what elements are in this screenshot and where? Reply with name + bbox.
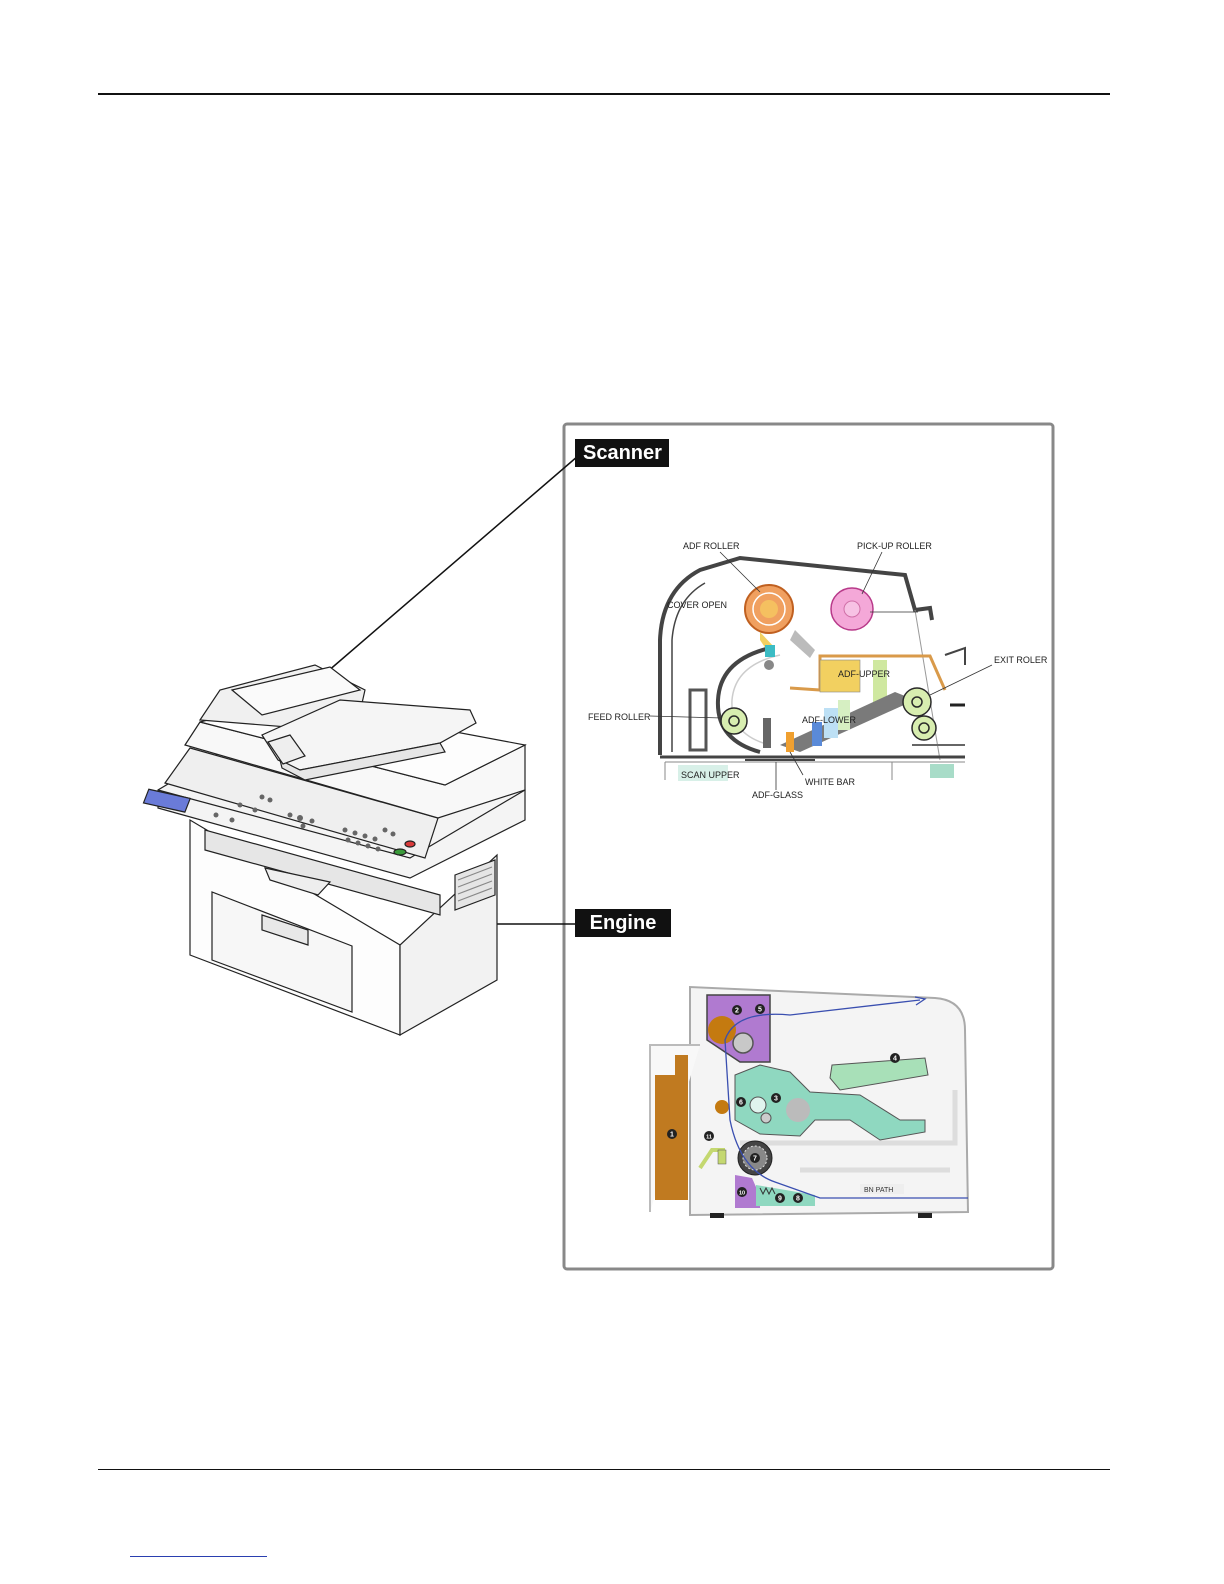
adf-lower-label: ADF-LOWER bbox=[802, 715, 856, 725]
scanner-leader-line bbox=[327, 456, 578, 672]
engine-part-10: 10 bbox=[739, 1191, 745, 1197]
adf-roller-label: ADF ROLLER bbox=[683, 541, 740, 551]
exit-roller-label: EXIT ROLER bbox=[994, 655, 1047, 665]
engine-section: 1 2 3 4 5 6 7 8 9 10 11 BN PATH bbox=[650, 987, 968, 1218]
adf-glass-label: ADF-GLASS bbox=[752, 790, 803, 800]
exit-roller bbox=[903, 688, 931, 716]
scan-upper-label: SCAN UPPER bbox=[681, 770, 740, 780]
feed-roller bbox=[721, 708, 747, 734]
feed-roller-label: FEED ROLLER bbox=[588, 712, 651, 722]
white-bar-label: WHITE BAR bbox=[805, 777, 855, 787]
pick-up-roller-label: PICK-UP ROLLER bbox=[857, 541, 932, 551]
cover-open-label: COVER OPEN bbox=[667, 600, 727, 610]
engine-callout-tag: Engine bbox=[575, 909, 671, 937]
paper-cassette bbox=[655, 1055, 688, 1200]
engine-part-4: 4 bbox=[893, 1056, 897, 1063]
bn-path-label: BN PATH bbox=[864, 1187, 893, 1194]
engine-part-8: 8 bbox=[796, 1196, 800, 1203]
footer-link-underline[interactable] bbox=[130, 1556, 267, 1557]
engine-part-11: 11 bbox=[706, 1135, 712, 1141]
engine-part-9: 9 bbox=[778, 1196, 782, 1203]
engine-part-5: 5 bbox=[758, 1007, 762, 1014]
engine-part-1: 1 bbox=[670, 1132, 674, 1139]
engine-part-7: 7 bbox=[753, 1156, 757, 1163]
engine-part-3: 3 bbox=[774, 1096, 778, 1103]
scanner-section bbox=[650, 552, 992, 790]
adf-upper-label: ADF-UPPER bbox=[838, 669, 890, 679]
footer-rule bbox=[98, 1469, 1110, 1470]
scanner-callout-tag: Scanner bbox=[575, 439, 669, 467]
engine-part-6: 6 bbox=[739, 1100, 743, 1107]
printer-illustration bbox=[143, 665, 525, 1035]
engine-part-2: 2 bbox=[735, 1008, 739, 1015]
